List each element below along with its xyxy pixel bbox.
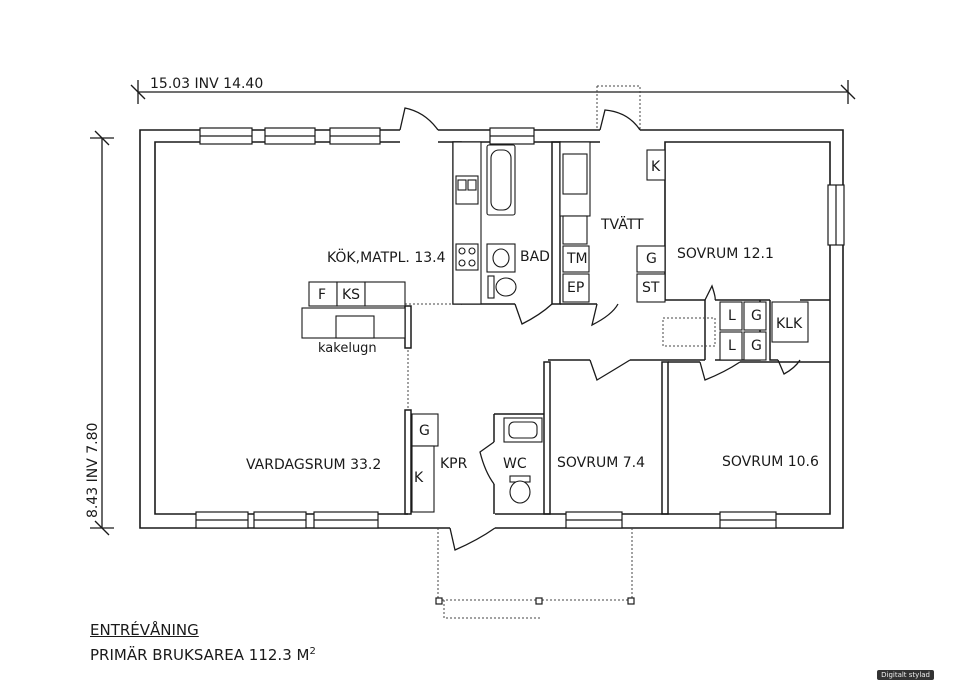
room-living: VARDAGSRUM 33.2	[246, 457, 382, 473]
wc-fixtures	[503, 417, 543, 504]
height-dimension-label: 8.43 INV 7.80	[85, 422, 101, 518]
width-dimension-label: 15.03 INV 14.40	[150, 76, 264, 92]
closet-g-hall: G	[419, 423, 430, 439]
fixture-electric: EP	[567, 280, 585, 296]
closet-k-hall: K	[414, 470, 424, 486]
area-label: PRIMÄR BRUKSAREA 112.3 M2	[90, 646, 316, 664]
style-badge: Digitalt stylad	[877, 670, 934, 680]
fixture-freezer: KS	[342, 287, 361, 303]
room-bedroom-3: SOVRUM 10.6	[722, 454, 819, 470]
closets	[411, 301, 809, 513]
closet-l-upper: L	[728, 308, 736, 324]
fixture-fridge: F	[318, 287, 327, 303]
closet-k-laundry: K	[651, 159, 661, 175]
room-kitchen: KÖK,MATPL. 13.4	[327, 250, 446, 266]
closet-l-lower: L	[728, 338, 736, 354]
room-bath: BAD	[520, 249, 550, 265]
windows	[195, 127, 845, 529]
area-text: PRIMÄR BRUKSAREA 112.3 M	[90, 646, 310, 664]
dashed-boundaries	[405, 85, 716, 619]
closet-g-laundry: G	[646, 251, 657, 267]
doors	[399, 107, 801, 551]
room-wc: WC	[503, 456, 527, 472]
fixture-stove: kakelugn	[318, 341, 377, 356]
laundry-fixtures	[559, 141, 666, 303]
kitchen-counters	[452, 141, 482, 305]
closet-klk: KLK	[776, 316, 803, 332]
area-superscript: 2	[309, 646, 316, 657]
room-bedroom-2: SOVRUM 7.4	[557, 455, 646, 471]
closet-st: ST	[642, 280, 660, 296]
floor-title: ENTRÉVÅNING	[90, 621, 199, 639]
living-fixtures	[301, 281, 406, 339]
closet-g-upper: G	[751, 308, 762, 324]
room-bedroom-1: SOVRUM 12.1	[677, 246, 774, 262]
bath-fixtures	[486, 144, 517, 299]
room-laundry: TVÄTT	[601, 217, 644, 233]
room-hall: KPR	[440, 456, 468, 472]
closet-g-lower: G	[751, 338, 762, 354]
fixture-dryer: TM	[567, 251, 588, 267]
